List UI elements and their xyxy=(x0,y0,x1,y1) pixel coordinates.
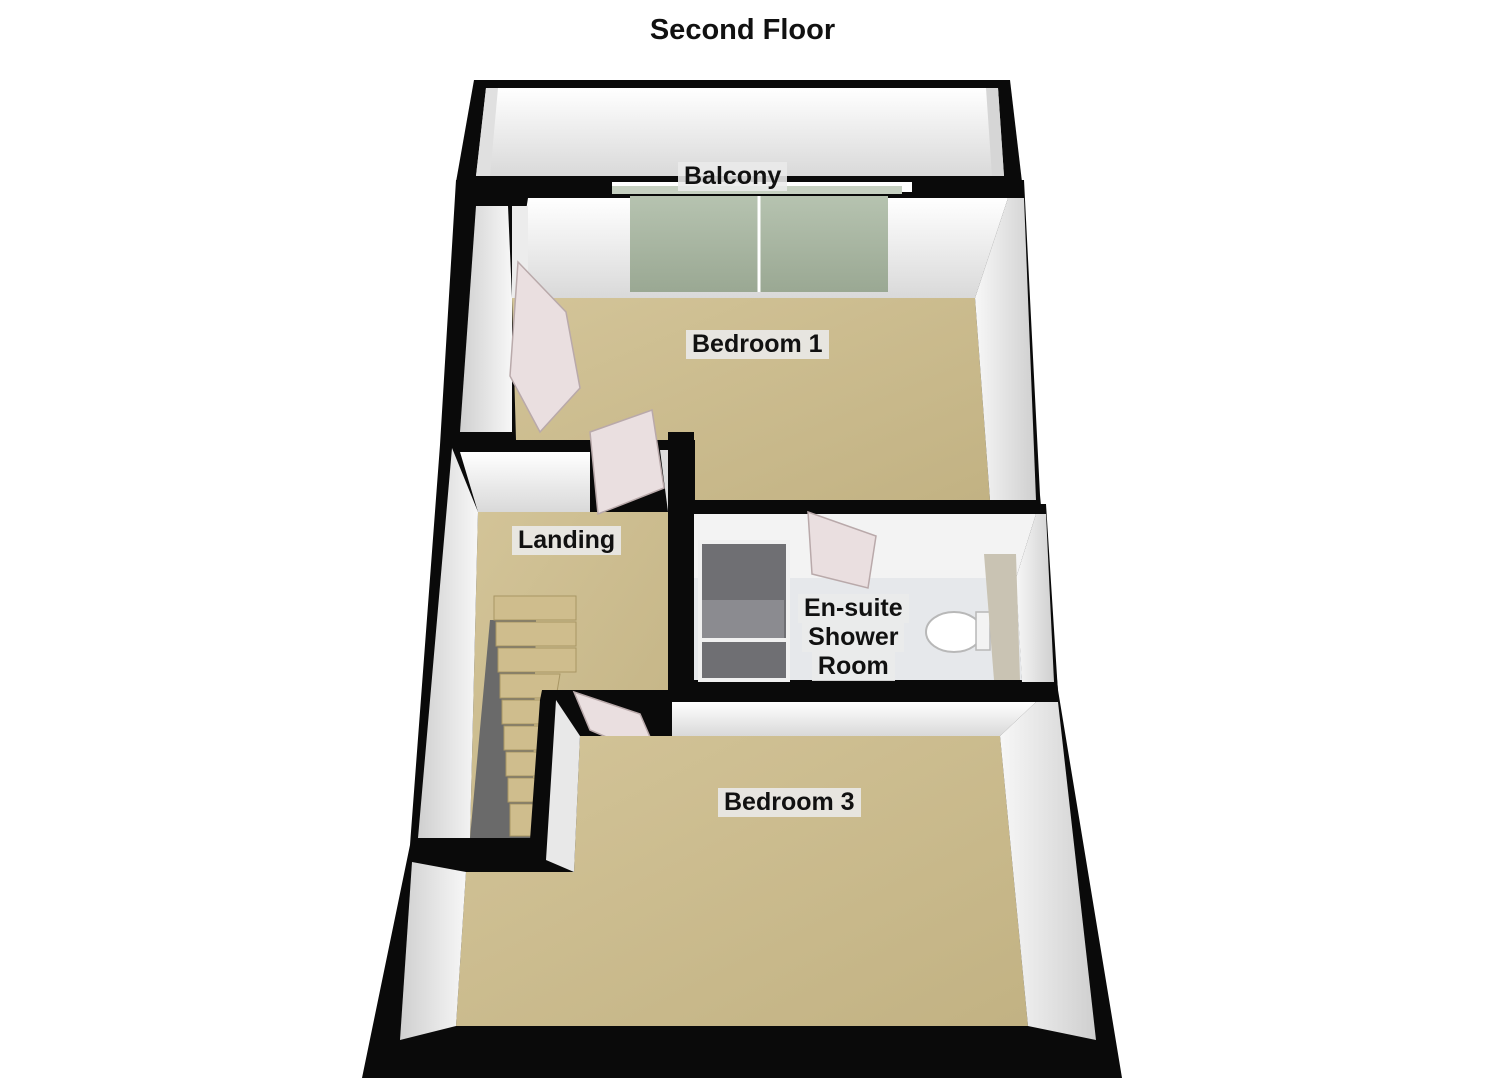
landing-label: Landing xyxy=(512,526,622,555)
bedroom1-label: Bedroom 1 xyxy=(686,330,829,359)
toilet xyxy=(925,611,991,653)
bedroom3-stair-wall xyxy=(546,700,580,872)
floor-title: Second Floor xyxy=(649,14,836,46)
ensuite-label-line-1: En-suite xyxy=(798,594,909,623)
bedroom3-left-wall xyxy=(400,862,466,1040)
landing-left-wall xyxy=(418,448,478,838)
ensuite-label: En-suite Shower Room xyxy=(798,594,909,681)
stair-inner-wall xyxy=(412,690,580,862)
shower-cubicle xyxy=(698,540,790,682)
bedroom1-door xyxy=(589,408,665,516)
ensuite-door xyxy=(807,510,877,589)
bedroom1-right-wall xyxy=(975,198,1036,500)
ensuite-shelf xyxy=(984,554,1020,680)
ensuite-label-line-3: Room xyxy=(811,652,895,681)
cupboard-door xyxy=(509,260,581,434)
bedroom3-floor xyxy=(456,736,1028,1026)
bedroom3-label: Bedroom 3 xyxy=(718,788,861,817)
bedroom3-back-wall xyxy=(672,702,1036,736)
balcony-area xyxy=(456,80,1022,182)
ensuite-label-line-2: Shower xyxy=(802,623,905,652)
balcony-label: Balcony xyxy=(678,162,788,191)
bedroom3-right-wall xyxy=(1000,702,1096,1040)
balcony-glass-doors xyxy=(612,186,902,292)
landing-back-wall xyxy=(460,452,590,512)
ensuite-right-wall xyxy=(1016,514,1054,682)
bedroom1-floor xyxy=(512,298,990,500)
cupboard xyxy=(452,196,528,432)
